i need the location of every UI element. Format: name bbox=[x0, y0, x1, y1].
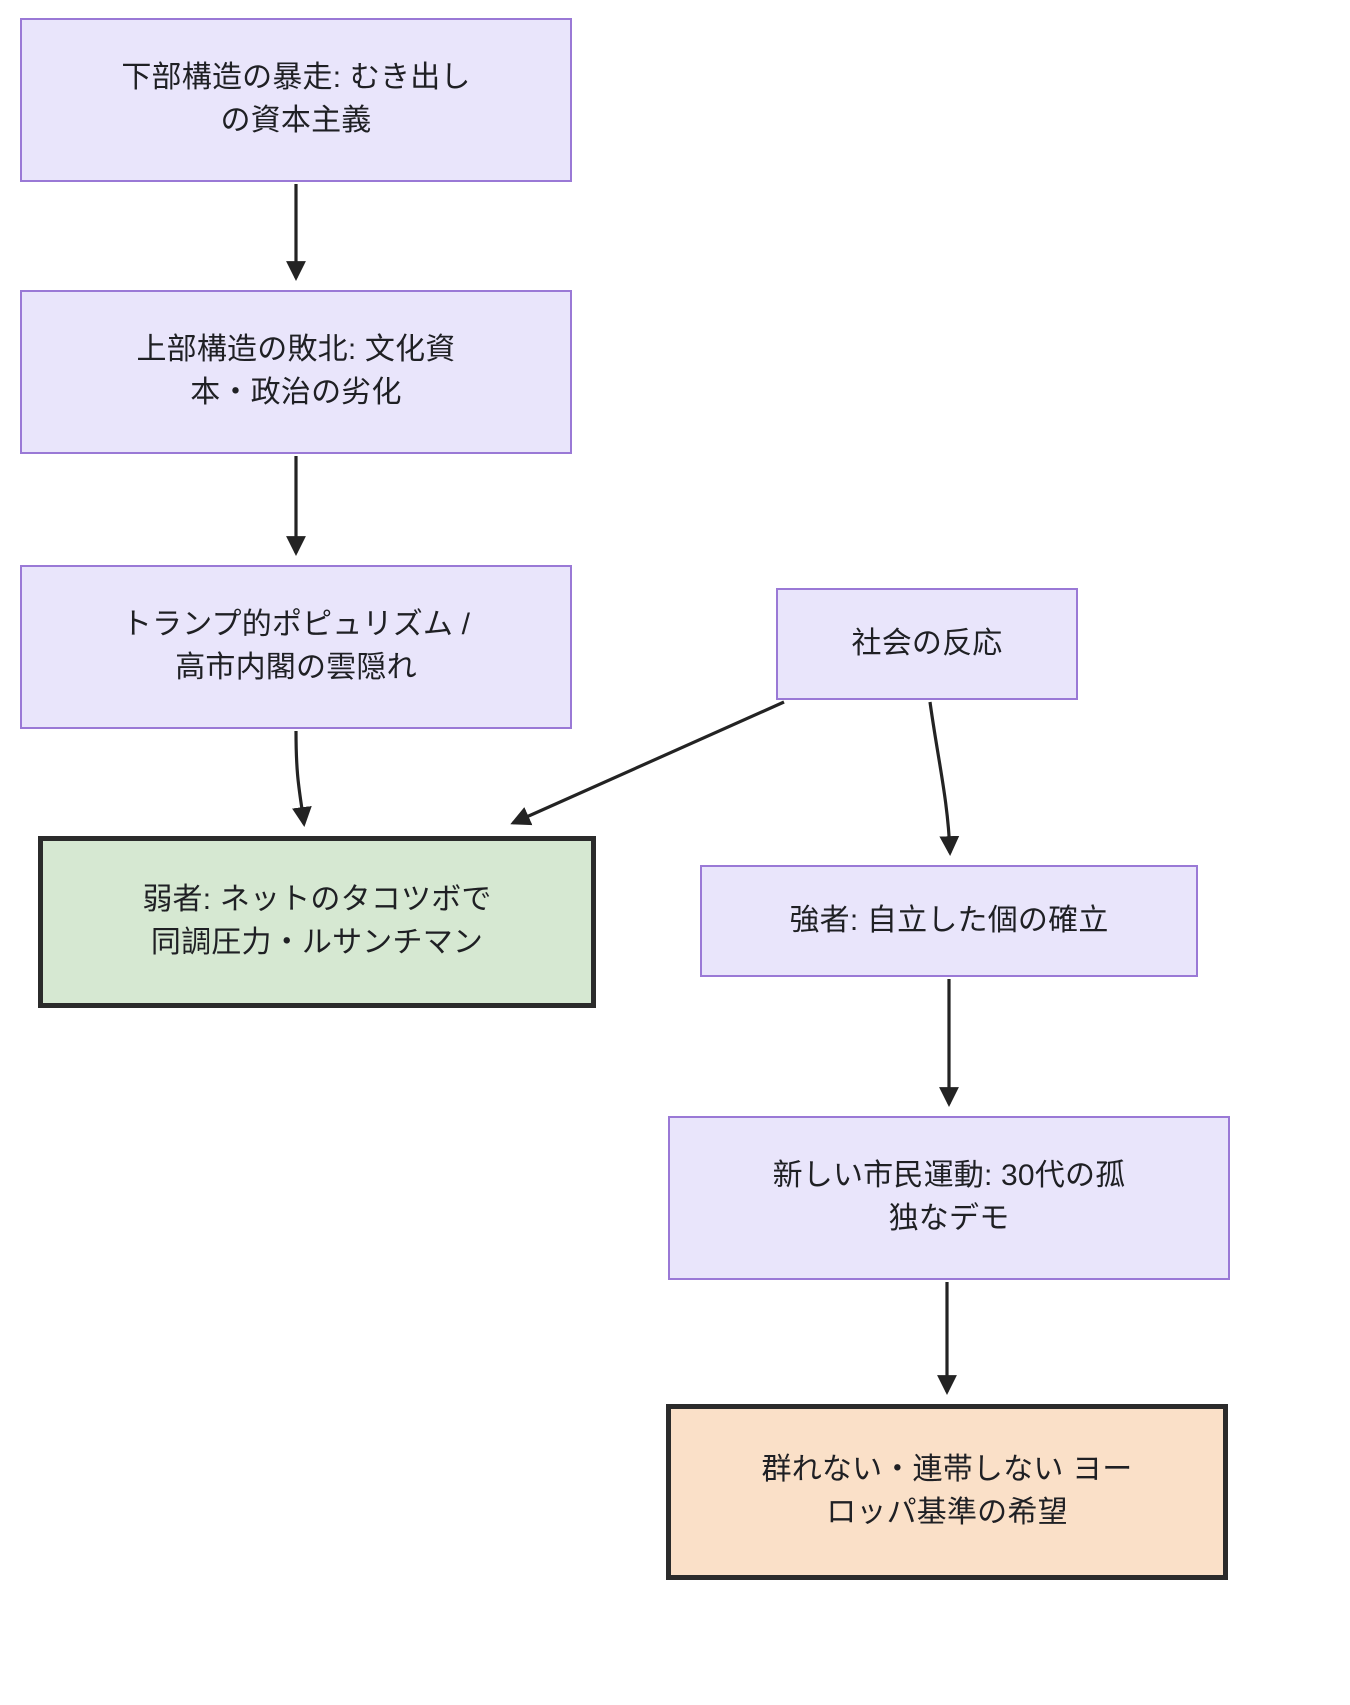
node-new-civic-movement[interactable]: 新しい市民運動: 30代の孤 独なデモ bbox=[668, 1116, 1230, 1280]
node-social-reaction[interactable]: 社会の反応 bbox=[776, 588, 1078, 700]
node-label: 群れない・連帯しない ヨー ロッパ基準の希望 bbox=[761, 1453, 1133, 1529]
node-trump-populism[interactable]: トランプ的ポピュリズム / 高市内閣の雲隠れ bbox=[20, 565, 572, 729]
node-label: 社会の反応 bbox=[851, 626, 1003, 660]
node-strong-people[interactable]: 強者: 自立した個の確立 bbox=[700, 865, 1198, 977]
node-label: 強者: 自立した個の確立 bbox=[789, 903, 1109, 937]
node-label: 弱者: ネットのタコツボで 同調圧力・ルサンチマン bbox=[142, 883, 492, 959]
node-label: 上部構造の敗北: 文化資 本・政治の劣化 bbox=[136, 333, 456, 409]
edge-reaction-to-strong bbox=[928, 701, 960, 856]
node-base-runaway[interactable]: 下部構造の暴走: むき出し の資本主義 bbox=[20, 18, 572, 182]
edge-populism-to-weak bbox=[292, 730, 312, 827]
node-label: トランプ的ポピュリズム / 高市内閣の雲隠れ bbox=[121, 608, 471, 684]
node-europe-hope[interactable]: 群れない・連帯しない ヨー ロッパ基準の希望 bbox=[666, 1404, 1228, 1580]
node-label: 下部構造の暴走: むき出し の資本主義 bbox=[121, 61, 471, 137]
node-label: 新しい市民運動: 30代の孤 独なデモ bbox=[772, 1159, 1126, 1235]
node-superstructure-defeat[interactable]: 上部構造の敗北: 文化資 本・政治の劣化 bbox=[20, 290, 572, 454]
node-weak-people[interactable]: 弱者: ネットのタコツボで 同調圧力・ルサンチマン bbox=[38, 836, 596, 1008]
